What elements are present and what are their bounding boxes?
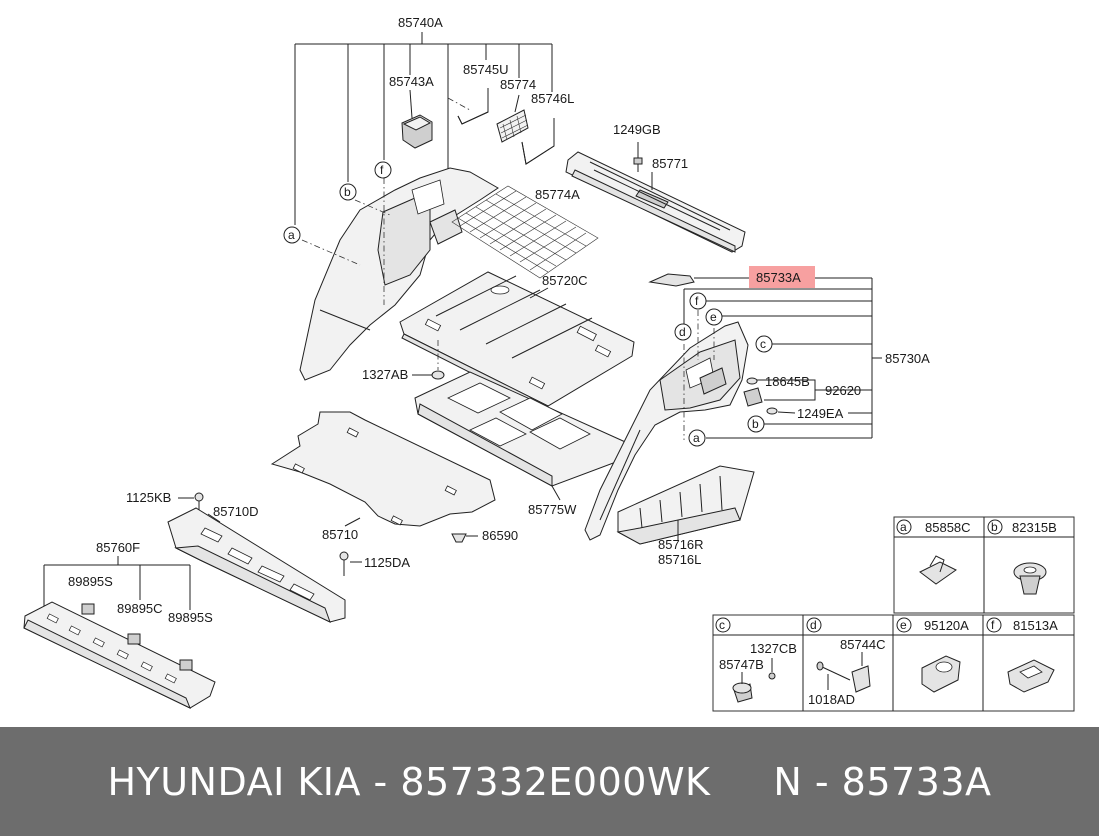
part-85716-tray: [616, 465, 755, 545]
label-86590: 86590: [482, 528, 518, 543]
legend-cell-b: b 82315B: [987, 519, 1057, 595]
callout-c-right: c: [755, 335, 773, 353]
callout-f-left: f: [374, 161, 392, 179]
label-85716R: 85716R: [658, 537, 704, 552]
label-85740A: 85740A: [398, 15, 443, 30]
svg-text:f: f: [695, 294, 699, 308]
callout-d-right: d: [674, 323, 692, 341]
part-85760F-sill-trim: [23, 601, 216, 710]
label-85720C: 85720C: [542, 273, 588, 288]
label-92620: 92620: [825, 383, 861, 398]
legend-d-part1: 85744C: [840, 637, 886, 652]
label-1249GB: 1249GB: [613, 122, 661, 137]
label-85775W: 85775W: [528, 502, 577, 517]
label-1327AB: 1327AB: [362, 367, 408, 382]
callout-e-right: e: [705, 308, 723, 326]
label-85771: 85771: [652, 156, 688, 171]
part-85710D-bracket: [167, 507, 346, 623]
label-85710D: 85710D: [213, 504, 259, 519]
label-85745U: 85745U: [463, 62, 509, 77]
label-85730A: 85730A: [885, 351, 930, 366]
svg-text:e: e: [710, 310, 717, 324]
part-85710-floor-mat: [270, 411, 496, 527]
label-85733A: 85733A: [756, 270, 801, 285]
legend-cell-e: e 95120A: [896, 617, 969, 693]
legend-f-part: 81513A: [1013, 618, 1058, 633]
bracket-85760F: [43, 556, 191, 612]
legend-b-part: 82315B: [1012, 520, 1057, 535]
svg-text:b: b: [344, 185, 351, 199]
footer-spacer: [710, 760, 773, 804]
svg-text:e: e: [900, 618, 907, 632]
part-1249GB: [633, 142, 643, 172]
svg-text:a: a: [693, 431, 700, 445]
footer-ref-number: N - 85733A: [773, 759, 992, 804]
legend-cell-a: a 85858C: [896, 519, 971, 585]
footer-bar: HYUNDAI KIA - 857332E000WK N - 85733A: [0, 727, 1099, 836]
part-85730A-right-trim: [584, 310, 749, 541]
part-86590: [451, 533, 478, 543]
label-89895C: 89895C: [117, 601, 163, 616]
callout-b-left: b: [339, 183, 357, 201]
part-85743A: [401, 89, 433, 149]
lamp-group-92620: [743, 377, 816, 415]
part-85771-sill-plate: [565, 151, 746, 253]
label-85716L: 85716L: [658, 552, 701, 567]
part-85774A-cargo-net: [451, 185, 599, 279]
bracket-85730A: [683, 277, 882, 439]
legend-cell-f: f 81513A: [986, 617, 1058, 693]
label-85774A: 85774A: [535, 187, 580, 202]
part-85745U: [447, 88, 489, 125]
part-1327AB: [412, 340, 445, 380]
legend-c-part1: 1327CB: [750, 641, 797, 656]
svg-text:c: c: [719, 618, 725, 632]
svg-text:f: f: [380, 163, 384, 177]
label-1125KB: 1125KB: [126, 490, 171, 505]
callout-a-left: a: [283, 226, 301, 244]
legend-cell-c: c 1327CB 85747B: [715, 617, 797, 703]
legend-cell-d: d 85744C 1018AD: [806, 617, 886, 707]
legend-e-part: 95120A: [924, 618, 969, 633]
part-85733A: [648, 273, 695, 287]
part-85746L: [521, 118, 555, 165]
svg-text:f: f: [991, 618, 995, 632]
svg-text:c: c: [760, 337, 766, 351]
svg-text:d: d: [679, 325, 686, 339]
svg-text:a: a: [900, 520, 907, 534]
label-1249EA: 1249EA: [797, 406, 844, 421]
footer-brand-part-number: HYUNDAI KIA - 857332E000WK: [107, 759, 711, 804]
label-89895S-a: 89895S: [68, 574, 113, 589]
label-85710: 85710: [322, 527, 358, 542]
callout-f-right: f: [689, 292, 707, 310]
callout-a-right: a: [688, 429, 706, 447]
label-85746L: 85746L: [531, 91, 574, 106]
svg-text:a: a: [288, 228, 295, 242]
footer-caption: HYUNDAI KIA - 857332E000WK N - 85733A: [0, 727, 1099, 836]
diagram-canvas: 85740A 85743A 85745U 85774 85746L: [23, 15, 1075, 712]
callout-b-right: b: [747, 415, 765, 433]
label-85743A: 85743A: [389, 74, 434, 89]
label-89895S-b: 89895S: [168, 610, 213, 625]
label-85760F: 85760F: [96, 540, 140, 555]
highlight-85733A: [749, 266, 815, 288]
legend-a-part: 85858C: [925, 520, 971, 535]
label-85774: 85774: [500, 77, 536, 92]
legend-table: [712, 516, 1075, 712]
svg-text:b: b: [752, 417, 759, 431]
bracket-85740A: [294, 32, 553, 225]
legend-d-part2: 1018AD: [808, 692, 855, 707]
svg-text:b: b: [991, 520, 998, 534]
svg-text:d: d: [810, 618, 817, 632]
part-left-trim-panel: [299, 167, 499, 381]
part-1125DA: [339, 551, 362, 576]
part-85774: [496, 94, 529, 143]
legend-c-part2: 85747B: [719, 657, 764, 672]
label-1125DA: 1125DA: [364, 555, 410, 570]
label-18645B: 18645B: [765, 374, 810, 389]
